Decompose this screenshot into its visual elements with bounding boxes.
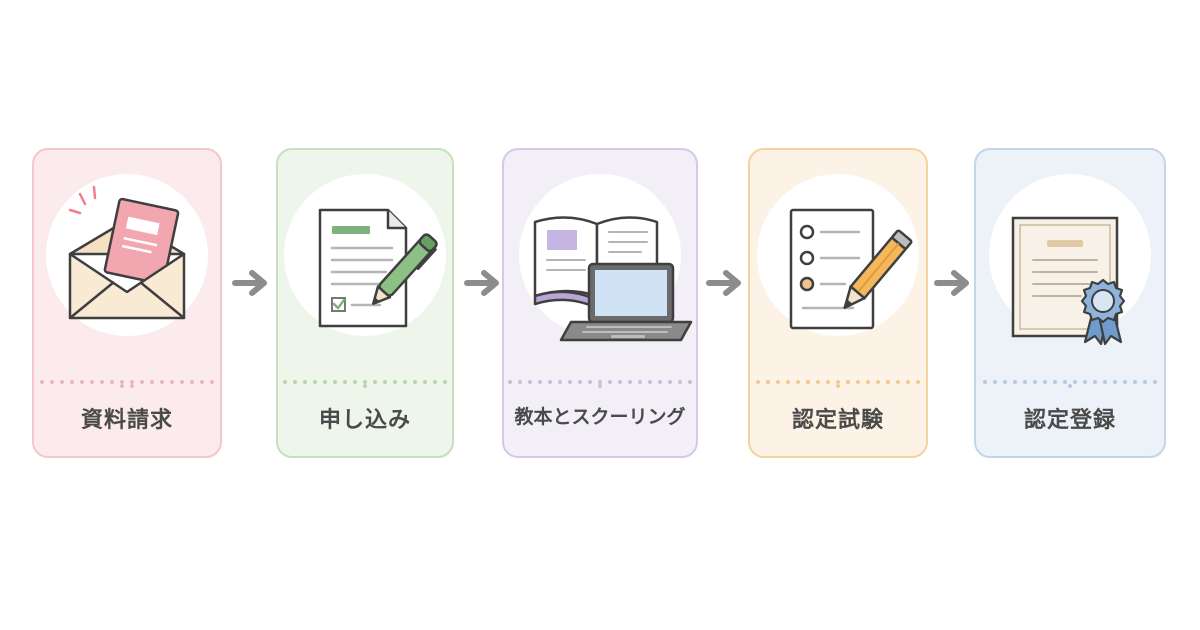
dotted-divider: [750, 380, 926, 388]
arrow-right-icon: [706, 270, 741, 296]
book-laptop-icon: [533, 216, 693, 342]
step-card-1: 資料請求: [32, 148, 222, 458]
arrow-right-icon: [934, 270, 969, 296]
step-label: 資料請求: [80, 408, 173, 433]
step-card-4: 認定試験: [748, 148, 928, 458]
step-label: 申し込み: [318, 408, 411, 433]
dotted-divider: [504, 380, 696, 388]
form-pen-icon: [318, 208, 438, 328]
step-label: 認定試験: [791, 408, 884, 433]
envelope-document-icon: [68, 185, 186, 320]
step-card-2: 申し込み: [276, 148, 454, 458]
arrow-right-icon: [232, 270, 267, 296]
certificate-ribbon-icon: [1011, 216, 1126, 346]
step-card-5: 認定登録: [974, 148, 1166, 458]
step-label: 認定登録: [1023, 408, 1116, 433]
step-card-3: 教本とスクーリング: [502, 148, 698, 458]
dotted-divider: [278, 380, 452, 388]
dotted-divider: [34, 380, 220, 388]
step-label: 教本とスクーリング: [514, 406, 686, 428]
dotted-divider: [976, 380, 1164, 388]
checklist-pencil-icon: [789, 208, 913, 330]
arrow-right-icon: [464, 270, 499, 296]
